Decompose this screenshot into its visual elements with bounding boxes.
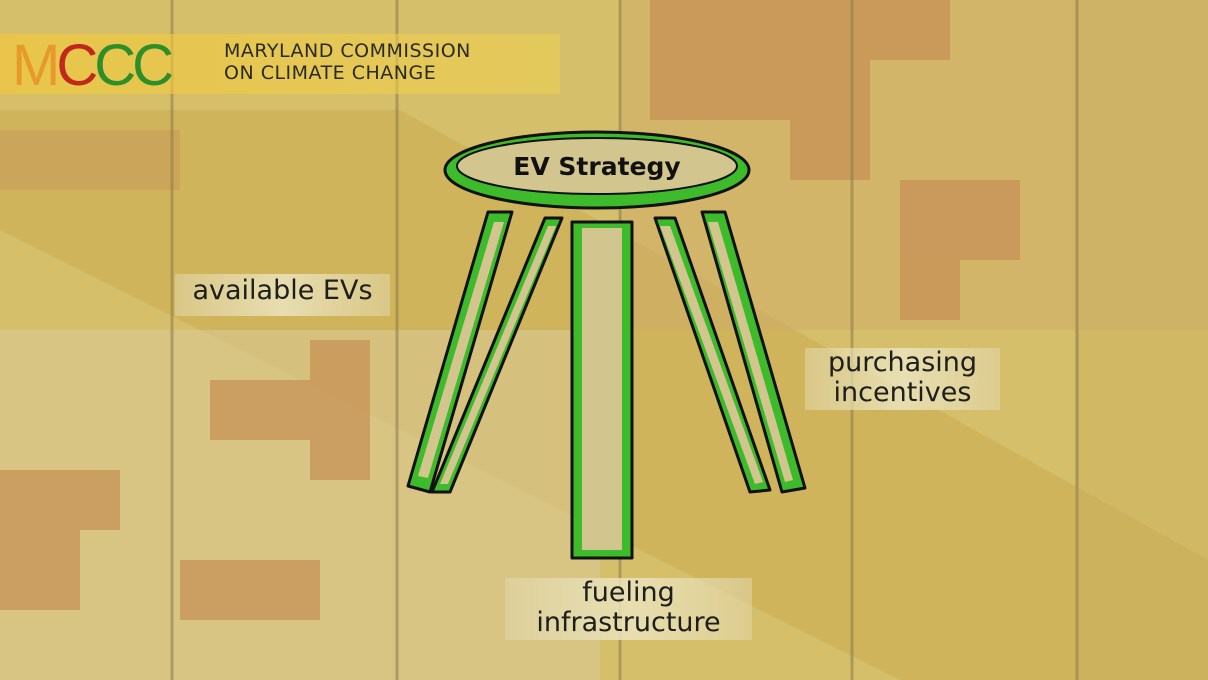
logo-line1: MARYLAND COMMISSION <box>224 40 471 62</box>
label-line: purchasing <box>827 347 978 378</box>
seat-label: EV Strategy <box>513 152 681 181</box>
label-purchasing-incentives: purchasing incentives <box>805 348 1000 410</box>
logo-text: MARYLAND COMMISSION ON CLIMATE CHANGE <box>224 40 471 84</box>
label-fueling-infrastructure: fueling infrastructure <box>505 578 752 640</box>
mccc-logo: MCCC MARYLAND COMMISSION ON CLIMATE CHAN… <box>0 26 590 104</box>
logo-acronym: MCCC <box>12 33 174 98</box>
label-available-evs: available EVs <box>175 274 390 316</box>
logo-banner <box>0 34 560 94</box>
label-line: infrastructure <box>536 607 721 638</box>
label-line: fueling <box>582 577 675 608</box>
label-line: incentives <box>833 377 972 408</box>
logo-line2: ON CLIMATE CHANGE <box>224 62 437 84</box>
